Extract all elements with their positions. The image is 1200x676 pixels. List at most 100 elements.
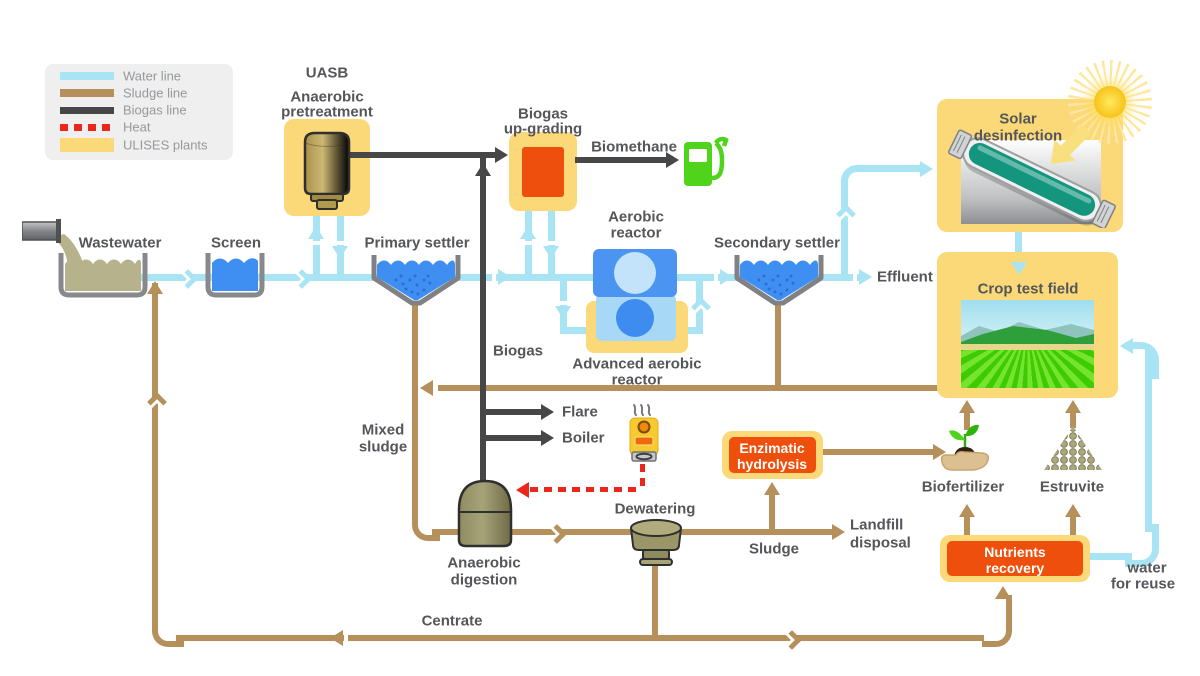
heat-line-vertical [640, 464, 645, 488]
legend-biogas-swatch [60, 107, 114, 114]
nutrients-recovery-inner [947, 541, 1083, 576]
sun-core [1094, 86, 1126, 118]
water-reuse-corner-top [1125, 342, 1159, 379]
water-reuse-label-1: water [1127, 559, 1167, 577]
primary-settler-label: Primary settler [364, 234, 470, 252]
biofertilizer-label: Biofertilizer [921, 478, 1005, 496]
secondary-settler-label: Secondary settler [714, 234, 840, 252]
landfill-arrow [832, 524, 845, 540]
water-riser-uasb-down [337, 213, 344, 277]
biomethane-arrow [666, 152, 679, 168]
legend-ulises-swatch [60, 138, 114, 152]
legend-heat-label: Heat [123, 119, 151, 135]
legend-sludge-swatch [60, 89, 114, 97]
arrow-notch [853, 273, 857, 282]
mixed-sludge-label-1: Mixed [361, 421, 405, 439]
screen-label: Screen [210, 234, 262, 252]
centrate-top-arrow [147, 281, 163, 294]
effluent-label: Effluent [877, 268, 933, 286]
nutrients-to-biofert [964, 515, 970, 538]
landfill-label-1: Landfill [850, 516, 904, 534]
heat-arrow [516, 482, 529, 498]
estruvite-to-crop [1070, 411, 1076, 428]
water-to-solar-corner [841, 165, 872, 200]
uasb-label-2: Anaerobic [290, 88, 364, 106]
nutrients-to-estruvite [1070, 515, 1076, 538]
boiler-icon [629, 404, 659, 462]
legend-water-swatch [60, 72, 114, 80]
enzymatic-to-biofert [823, 449, 933, 455]
water-reuse-bottom [1086, 553, 1132, 560]
mixed-sludge-arrow [420, 380, 433, 396]
arrow-notch [714, 273, 718, 282]
water-arrow-right [498, 269, 511, 285]
solar-label-2: desinfection [973, 127, 1063, 145]
biogas-flare-branch [483, 409, 541, 415]
biogas-upgrading-label-1: Biogas [517, 105, 569, 123]
secondary-settler-drop [775, 304, 781, 389]
upgrading-down-arrow [543, 246, 559, 259]
arrow-notch [560, 301, 567, 305]
primary-settler-icon [371, 255, 461, 306]
crop-hills [961, 322, 1094, 346]
arrow-notch [313, 241, 320, 245]
solar-collector-icon [948, 129, 1116, 228]
dewatering-icon [630, 519, 682, 566]
advanced-aerobic-label-2: reactor [611, 371, 663, 389]
biogas-upgrading-unit [522, 147, 564, 197]
boiler-label: Boiler [562, 429, 605, 447]
secondary-settler-icon [734, 255, 824, 306]
water-to-solar-riser [841, 188, 848, 277]
arrow-notch [337, 241, 344, 245]
water-riser-uasb-up [313, 213, 320, 277]
bottom-right-corner [982, 595, 1012, 647]
biomethane-line [575, 157, 666, 163]
water-line-effluent [818, 274, 862, 281]
biogas-line-label: Biogas [493, 342, 544, 360]
legend-water-label: Water line [123, 68, 182, 84]
crop-test-field-label: Crop test field [977, 280, 1079, 298]
water-solar-to-crop [1015, 220, 1022, 264]
biofertilizer-icon [940, 424, 990, 471]
screen-tank-icon [205, 253, 265, 298]
water-reuse-corner-bottom [1125, 524, 1159, 567]
legend-heat-swatch [60, 124, 114, 131]
arrow-notch [548, 241, 555, 245]
aerobic-reactor-label-2: reactor [610, 224, 662, 242]
uasb-up-arrow [308, 226, 324, 239]
biogas-boiler-branch [483, 435, 541, 441]
inlet-pipe-icon [22, 219, 84, 266]
enzymatic-hydrolysis-inner [729, 437, 816, 473]
biogas-upgrading-label-2: up-grading [503, 120, 583, 138]
anaerobic-digestion-label-1: Anaerobic [447, 554, 521, 572]
centrate-riser [152, 283, 158, 599]
centrate-corner [152, 595, 184, 647]
water-to-solar-horiz [860, 165, 922, 172]
biomethane-label: Biomethane [591, 138, 677, 156]
arrow-notch [525, 241, 532, 245]
heat-line-horizontal [530, 487, 642, 492]
uasb-tank-icon [303, 131, 351, 210]
boiler-arrow [541, 430, 554, 446]
nutrients-biofert-arrow [959, 504, 975, 517]
arrow-notch [434, 384, 438, 392]
advanced-aerobic-label-1: Advanced aerobic [572, 355, 702, 373]
mixed-sludge-vertical [412, 305, 418, 507]
enzymatic-label-1: Enzimatic [739, 440, 805, 456]
centrate-label: Centrate [421, 612, 483, 630]
nutrients-label-1: Nutrients [984, 544, 1046, 560]
enzymatic-label-2: hydrolysis [736, 456, 808, 472]
landfill-label-2: disposal [850, 534, 911, 552]
legend-biogas-label: Biogas line [123, 102, 187, 118]
water-arrow-right [720, 269, 733, 285]
water-reuse-vertical [1145, 347, 1152, 532]
estruvite-pile-icon [1044, 426, 1102, 470]
biogas-vertical-main [480, 152, 486, 480]
crop-strip [961, 344, 1094, 350]
dewatering-label: Dewatering [614, 500, 696, 518]
crop-field-rows [961, 350, 1094, 388]
aerobic-reactor-label-1: Aerobic [608, 208, 664, 226]
enzymatic-branch [769, 493, 775, 531]
reuse-arrow [1120, 338, 1133, 354]
